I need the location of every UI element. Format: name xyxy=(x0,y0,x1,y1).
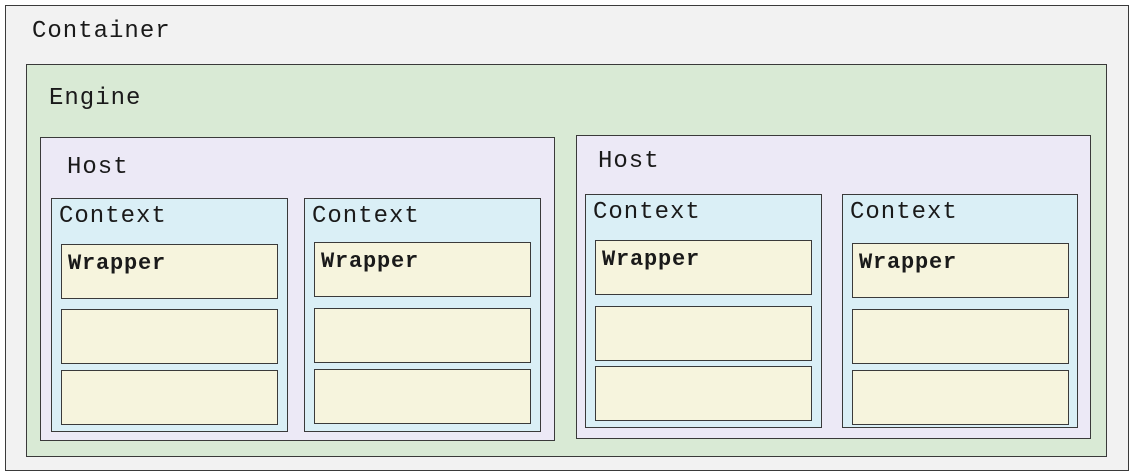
context-label: Context xyxy=(593,199,701,226)
wrapper-box: Wrapper xyxy=(61,244,278,299)
host-label: Host xyxy=(598,148,660,175)
wrapper-box xyxy=(61,309,278,364)
wrapper-label: Wrapper xyxy=(602,247,701,272)
wrapper-box xyxy=(314,308,531,363)
wrapper-box xyxy=(595,306,812,361)
host-label: Host xyxy=(67,154,129,181)
wrapper-box: Wrapper xyxy=(314,242,531,297)
wrapper-box xyxy=(852,370,1069,425)
context-label: Context xyxy=(850,199,958,226)
wrapper-box: Wrapper xyxy=(595,240,812,295)
context-label: Context xyxy=(59,203,167,230)
wrapper-box xyxy=(852,309,1069,364)
context-label: Context xyxy=(312,203,420,230)
wrapper-box xyxy=(314,369,531,424)
wrapper-label: Wrapper xyxy=(859,250,958,275)
wrapper-label: Wrapper xyxy=(321,249,420,274)
engine-label: Engine xyxy=(49,85,142,112)
wrapper-box xyxy=(61,370,278,425)
wrapper-box: Wrapper xyxy=(852,243,1069,298)
container-label: Container xyxy=(32,18,171,45)
wrapper-label: Wrapper xyxy=(68,251,167,276)
wrapper-box xyxy=(595,366,812,421)
